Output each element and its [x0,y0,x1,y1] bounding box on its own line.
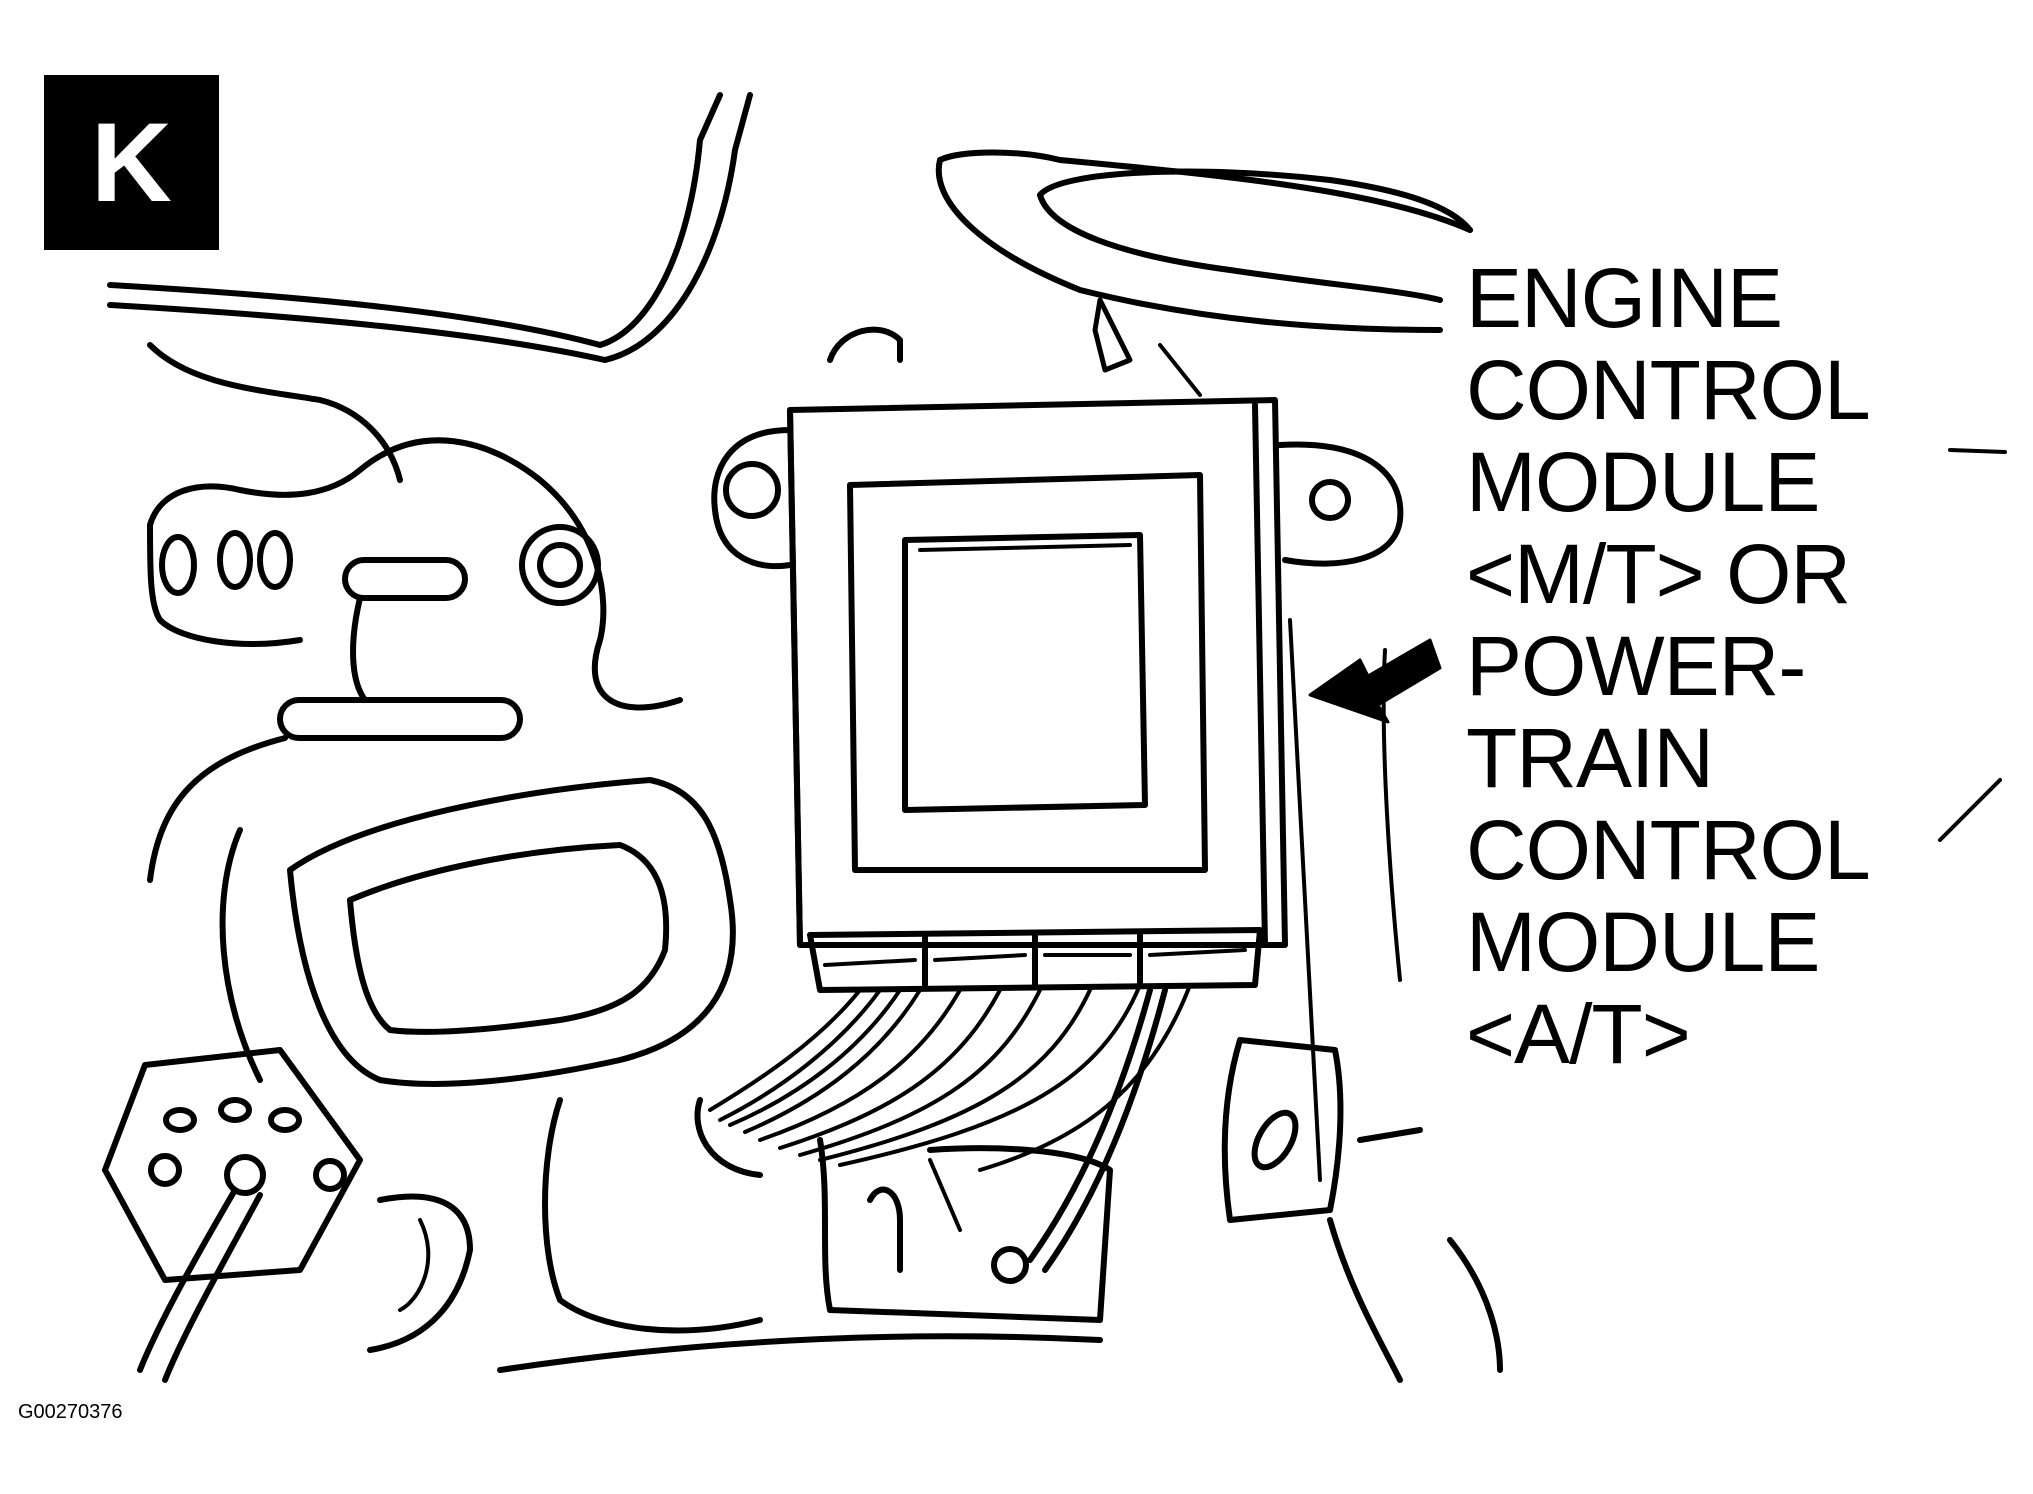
figure-letter: K [91,99,172,225]
callout-line: MODULE [1466,435,1820,529]
control-module [711,326,1404,948]
misc-lines [367,448,2007,1383]
body-structure [107,92,1473,483]
callout-line: POWER- [1466,619,1806,713]
left-bracket [147,437,683,883]
figure-id-caption: G00270376 [18,1401,123,1423]
component-callout-label: ENGINE CONTROL MODULE <M/T> OR POWER- TR… [1466,252,1986,1080]
harness-bracket [817,1037,1344,1323]
callout-line: <M/T> OR [1466,527,1851,621]
callout-line: CONTROL [1466,343,1871,437]
callout-line: ENGINE [1466,251,1783,345]
callout-line: TRAIN [1466,711,1714,805]
callout-line: CONTROL [1466,803,1871,897]
callout-line: <A/T> [1466,987,1691,1081]
relay-box [219,777,736,1087]
module-connectors [807,927,1263,993]
pointer-arrow [1308,638,1442,724]
hex-sensor [102,1047,363,1383]
figure-letter-badge: K [44,75,219,250]
callout-line: MODULE [1466,895,1820,989]
wire-harness [694,983,1192,1273]
